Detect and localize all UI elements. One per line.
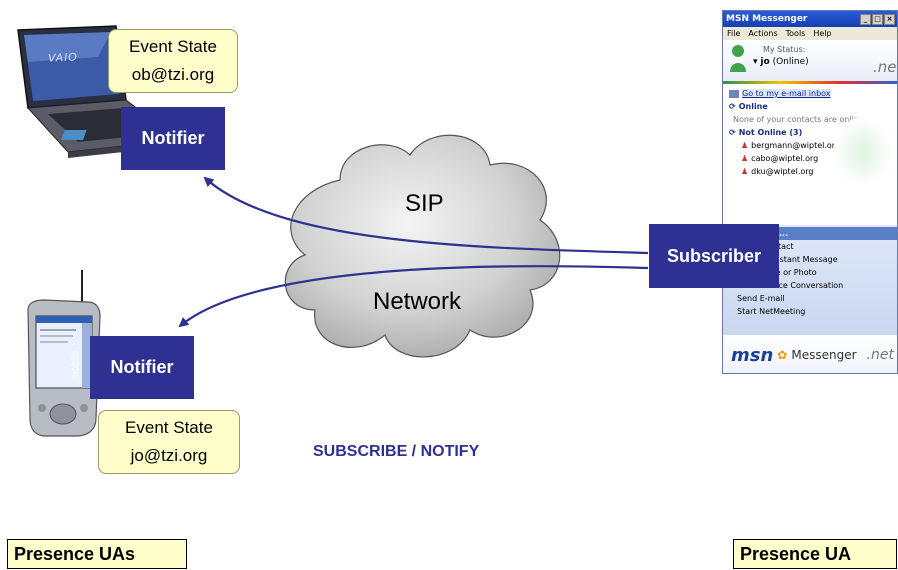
- minimize-icon[interactable]: _: [860, 13, 871, 25]
- bottom-event-state-uri: jo@tzi.org: [130, 446, 208, 465]
- msn-title: MSN Messenger: [726, 14, 808, 24]
- sip-network-cloud: [284, 134, 561, 358]
- msn-messenger-window: MSN Messenger _ □ × File Actions Tools H…: [722, 10, 898, 374]
- msn-footer-text: Messenger: [791, 348, 857, 362]
- buddy-icon: [730, 45, 746, 72]
- top-event-state-title: Event State: [129, 37, 217, 56]
- status-state: (Online): [772, 57, 809, 67]
- online-header-label: Online: [738, 102, 768, 111]
- msn-footer-net: .net: [866, 347, 894, 363]
- status-user[interactable]: ▾ jo (Online): [753, 57, 809, 67]
- top-event-state-box: Event State ob@tzi.org: [108, 29, 238, 93]
- bottom-event-state-box: Event State jo@tzi.org: [98, 410, 240, 474]
- subscribe-notify-caption: SUBSCRIBE / NOTIFY: [313, 443, 480, 460]
- contact-name: dku@wiptel.org: [751, 167, 814, 176]
- menu-file[interactable]: File: [727, 29, 741, 38]
- bottom-event-state-title: Event State: [125, 418, 213, 437]
- cloud-sip-label: SIP: [405, 190, 444, 217]
- msn-status-area: My Status: ▾ jo (Online) .net: [723, 40, 897, 84]
- pda-image: [27, 270, 101, 437]
- menu-tools[interactable]: Tools: [785, 29, 806, 38]
- msn-logo-text: msn: [731, 344, 774, 366]
- contact-name: cabo@wiptel.org: [751, 154, 819, 163]
- task-voice[interactable]: Start a Voice Conversation: [737, 281, 844, 290]
- contact-row[interactable]: ♟ cabo@wiptel.org: [723, 152, 897, 165]
- msn-footer: msn ✿ Messenger .net: [723, 335, 897, 373]
- online-note: None of your contacts are online: [733, 115, 864, 124]
- cloud-network-label: Network: [373, 288, 462, 315]
- menu-actions[interactable]: Actions: [748, 29, 778, 38]
- inbox-link-row[interactable]: Go to my e-mail inbox: [723, 87, 897, 100]
- msn-menu-bar: File Actions Tools Help: [723, 27, 897, 40]
- task-send-im[interactable]: Send an Instant Message: [737, 255, 838, 264]
- pda-side-text: mobile: [70, 350, 81, 380]
- offline-group-header[interactable]: ⟳ Not Online (3): [723, 126, 897, 139]
- online-group-header[interactable]: ⟳ Online: [723, 100, 897, 113]
- contact-row[interactable]: ♟ dku@wiptel.org: [723, 165, 897, 178]
- status-user-name: jo: [760, 57, 770, 67]
- mail-icon: [729, 89, 739, 98]
- maximize-icon[interactable]: □: [872, 13, 883, 25]
- inbox-link[interactable]: Go to my e-mail inbox: [742, 89, 831, 98]
- task-netmeeting[interactable]: Start NetMeeting: [737, 307, 806, 316]
- offline-contact-icon: ♟: [741, 141, 749, 150]
- group-collapse-icon: ⟳: [729, 102, 736, 111]
- offline-contact-icon: ♟: [741, 167, 749, 176]
- butterfly-icon: ✿: [777, 348, 788, 362]
- top-event-state-uri: ob@tzi.org: [131, 65, 215, 84]
- close-icon[interactable]: ×: [884, 13, 895, 25]
- task-send-email[interactable]: Send E-mail: [737, 294, 785, 303]
- msn-title-bar: MSN Messenger _ □ ×: [723, 11, 897, 27]
- bottom-notifier-box: Notifier: [90, 336, 194, 399]
- messenger-watermark: [833, 117, 893, 187]
- chevron-down-icon: ▾: [753, 57, 758, 67]
- offline-contact-icon: ♟: [741, 154, 749, 163]
- status-caption: My Status:: [763, 45, 806, 54]
- net-badge: .net: [873, 58, 897, 76]
- laptop-brand-text: VAIO: [47, 51, 78, 65]
- offline-header-label: Not Online (3): [738, 128, 803, 137]
- top-notifier-box: Notifier: [121, 107, 225, 170]
- presence-ua-label: Presence UA: [733, 539, 897, 569]
- group-collapse-icon: ⟳: [729, 128, 736, 137]
- contact-name: bergmann@wiptel.org: [751, 141, 841, 150]
- subscriber-box: Subscriber: [649, 224, 779, 288]
- presence-uas-label: Presence UAs: [7, 539, 187, 569]
- menu-help[interactable]: Help: [813, 29, 832, 38]
- contact-row[interactable]: ♟ bergmann@wiptel.org: [723, 139, 897, 152]
